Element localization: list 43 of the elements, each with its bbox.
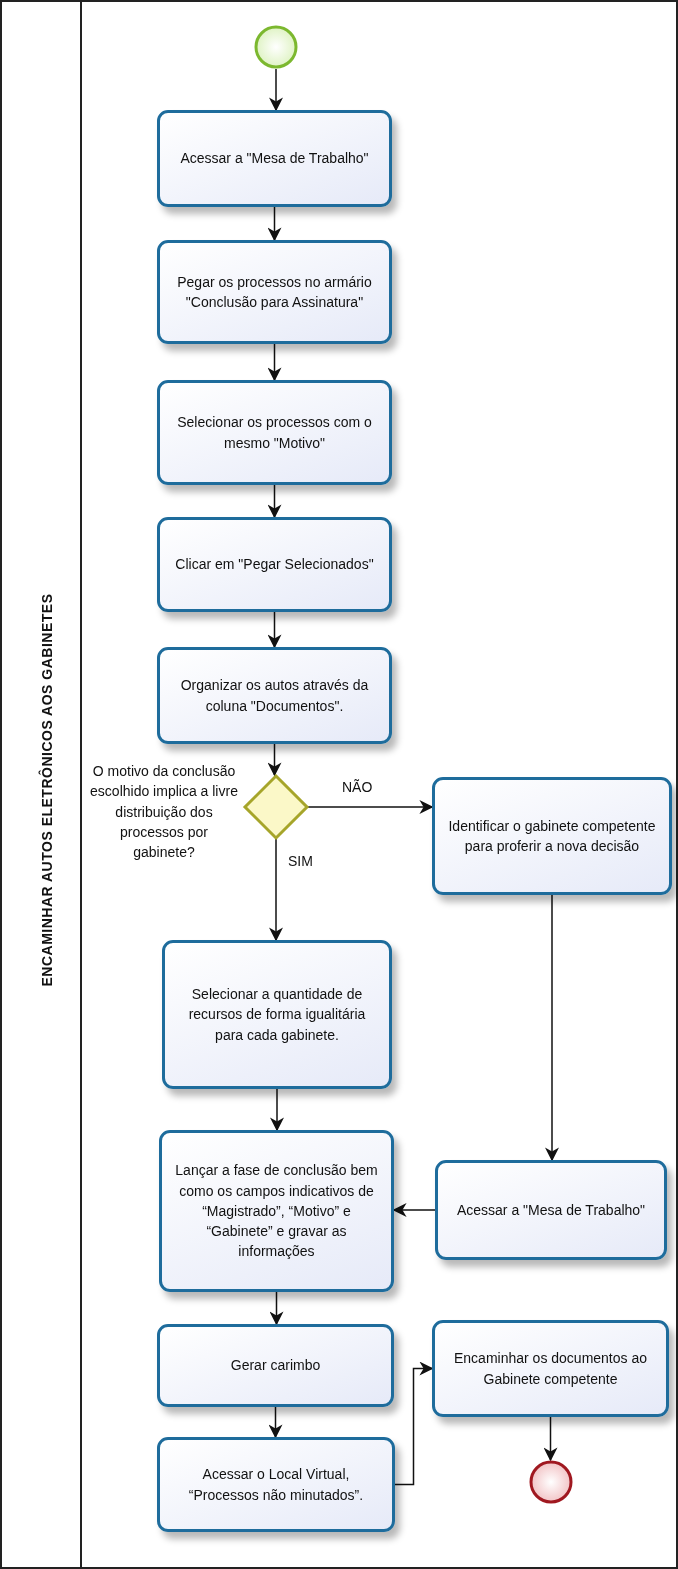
arrow: [269, 1291, 284, 1326]
arrow: [269, 838, 283, 942]
task-box: [432, 777, 672, 895]
task-text: Selecionar os processos com o mesmo "Motivo": [176, 413, 373, 453]
task-box: [157, 517, 392, 612]
arrow: [394, 1361, 434, 1486]
task-box: [162, 940, 392, 1089]
question-text: O motivo da conclusão escolhido implica a livre distribuição dos processos por gabinete?: [89, 762, 239, 863]
task-text: Acessar a "Mesa de Trabalho": [180, 149, 369, 169]
arrow: [545, 894, 559, 1162]
task-box: [157, 110, 392, 207]
task-box: [157, 380, 392, 485]
arrow: [267, 206, 282, 242]
lane-title: ENCAMINHAR AUTOS ELETRÔNICOS AOS GABINETES: [39, 592, 55, 989]
task-text: Lançar a fase de conclusão bem como os campos indicativos de “Magistrado”, “Motivo” e “Gabinete” e gravar as informações: [174, 1161, 379, 1262]
task-text: Clicar em "Pegar Selecionados": [175, 555, 374, 575]
task-box: [157, 647, 392, 744]
arrow: [267, 611, 282, 649]
task-box: [159, 1130, 394, 1292]
arrow: [392, 1203, 436, 1217]
task-text: Organizar os autos através da coluna "Documentos".: [179, 676, 370, 716]
arrow: [307, 800, 434, 814]
arrow: [267, 484, 282, 519]
task-box: [435, 1160, 667, 1260]
task-text: Acessar o Local Virtual, “Processos não minutados”.: [187, 1465, 365, 1505]
task-text: Identificar o gabinete competente para proferir a nova decisão: [447, 816, 657, 856]
edge-label: SIM: [286, 853, 315, 869]
task-text: Acessar a "Mesa de Trabalho": [456, 1200, 646, 1220]
task-box: [157, 240, 392, 344]
task-text: Gerar carimbo: [230, 1356, 321, 1376]
task-text: Pegar os processos no armário "Conclusão para Assinatura": [176, 272, 373, 312]
task-box: [157, 1324, 394, 1407]
arrow: [269, 68, 283, 112]
arrow: [267, 343, 282, 382]
task-text: Selecionar a quantidade de recursos de forma igualitária para cada gabinete.: [187, 985, 367, 1045]
task-text: Encaminhar os documentos ao Gabinete competente: [453, 1349, 648, 1389]
arrow: [270, 1088, 284, 1132]
arrow: [267, 743, 282, 777]
task-box: [432, 1320, 669, 1417]
edge-label: NÃO: [340, 779, 375, 795]
arrow: [268, 1406, 283, 1439]
arrow: [543, 1416, 558, 1462]
task-box: [157, 1437, 395, 1532]
